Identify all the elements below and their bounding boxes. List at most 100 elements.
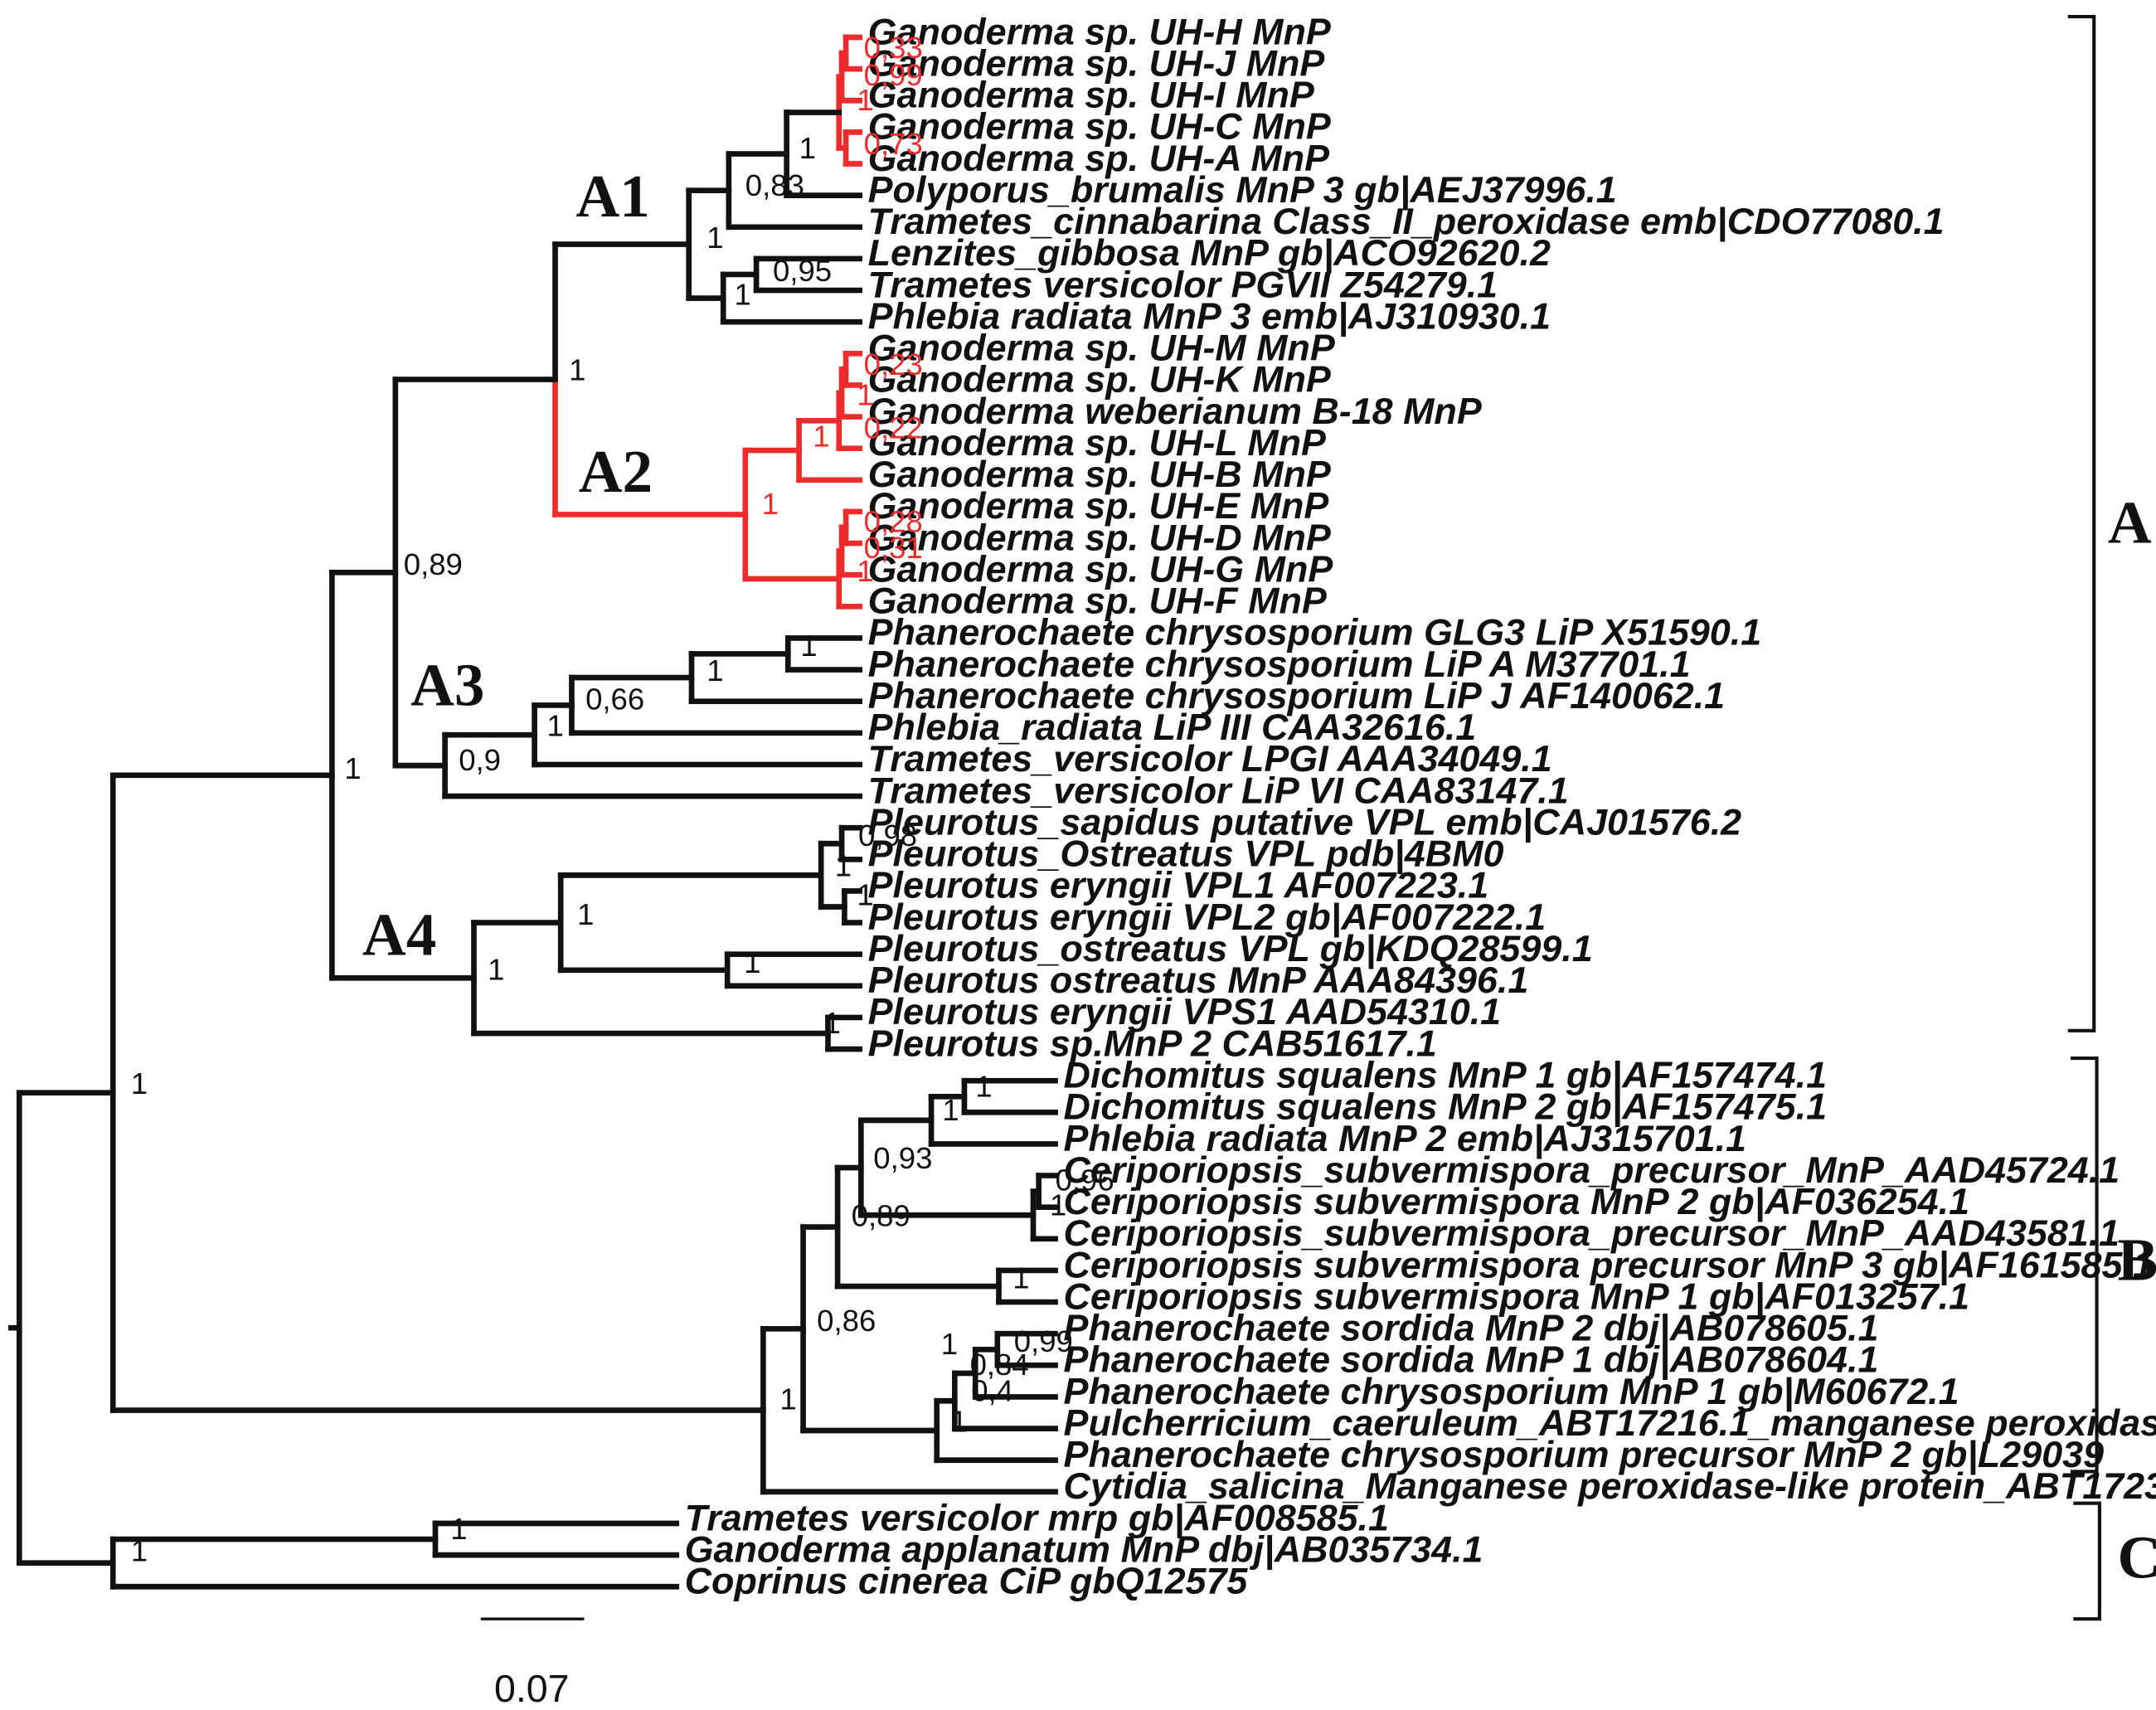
leaf-label: Phanerochaete sordida MnP 1 dbj|AB078604… bbox=[1064, 1338, 1879, 1381]
leaf-label: Ceriporiopsis_subvermispora_precursor_Mn… bbox=[1064, 1212, 2120, 1254]
support-value: 0,98 bbox=[858, 819, 917, 853]
leaf-label: Phanerochaete chrysosporium GLG3 LiP X51… bbox=[868, 611, 1762, 653]
support-value: 1 bbox=[1012, 1261, 1029, 1295]
leaf-label: Ganoderma sp. UH-K MnP bbox=[868, 358, 1331, 401]
support-value: 1 bbox=[344, 751, 361, 785]
leaf-label: Cytidia_salicina_Manganese peroxidase-li… bbox=[1064, 1465, 2156, 1507]
leaf-label: Lenzites_gibbosa MnP gb|ACO92620.2 bbox=[868, 231, 1551, 274]
leaf-label: Trametes_versicolor LiP VI CAA83147.1 bbox=[868, 769, 1569, 811]
clade-labels: A1 A2 A3 A4 bbox=[362, 163, 653, 968]
support-value: 1 bbox=[975, 1070, 992, 1104]
leaf-label: Pleurotus_ostreatus VPL gb|KDQ28599.1 bbox=[868, 927, 1593, 969]
support-value: 0,84 bbox=[970, 1348, 1029, 1382]
leaf-label: Ceriporiopsis subvermispora MnP 2 gb|AF0… bbox=[1064, 1180, 1969, 1222]
leaf-label: Pleurotus ostreatus MnP AAA84396.1 bbox=[868, 959, 1529, 1001]
leaf-label: Ganoderma weberianum B-18 MnP bbox=[868, 390, 1482, 432]
support-value: 1 bbox=[488, 952, 504, 986]
support-value: 1 bbox=[800, 629, 817, 663]
leaf-label: Dichomitus squalens MnP 2 gb|AF157475.1 bbox=[1064, 1086, 1827, 1128]
support-value: 0,9 bbox=[459, 743, 501, 777]
support-value: 1 bbox=[744, 945, 760, 979]
support-value: 0,99 bbox=[864, 58, 923, 92]
support-value: 1 bbox=[131, 1533, 148, 1567]
leaf-label: Phanerochaete chrysosporium MnP 1 gb|M60… bbox=[1064, 1370, 1959, 1412]
support-value: 0,99 bbox=[1014, 1324, 1073, 1358]
leaf-label: Trametes versicolor PGVII Z54279.1 bbox=[868, 263, 1498, 305]
leaf-label: Ganoderma sp. UH-L MnP bbox=[868, 421, 1326, 464]
support-value: 1 bbox=[779, 1382, 796, 1416]
support-value: 0,89 bbox=[404, 547, 463, 581]
leaf-label: Ganoderma sp. UH-M MnP bbox=[868, 327, 1335, 369]
support-value: 0,4 bbox=[971, 1374, 1013, 1408]
clade-label-a2: A2 bbox=[579, 438, 653, 505]
leaf-label: Phanerochaete chrysosporium LiP A M37701… bbox=[868, 643, 1691, 685]
support-value: 1 bbox=[131, 1066, 148, 1100]
support-value: 1 bbox=[707, 221, 723, 255]
leaf-label: Ganoderma sp. UH-C MnP bbox=[868, 105, 1331, 148]
support-value: 1 bbox=[835, 849, 852, 883]
leaf-label: Pleurotus_Ostreatus VPL pdb|4BM0 bbox=[868, 833, 1504, 875]
leaf-label: Ganoderma applanatum MnP dbj|AB035734.1 bbox=[685, 1528, 1483, 1570]
support-value: 0,73 bbox=[864, 127, 923, 161]
support-value: 1 bbox=[942, 1093, 959, 1127]
leaf-label: Ceriporiopsis subvermispora MnP 1 gb|AF0… bbox=[1064, 1275, 1969, 1317]
support-value: 0,22 bbox=[864, 410, 923, 445]
support-value: 1 bbox=[577, 897, 594, 931]
leaf-label: Pleurotus sp.MnP 2 CAB51617.1 bbox=[868, 1022, 1437, 1064]
leaf-label: Phlebia_radiata LiP III CAA32616.1 bbox=[868, 706, 1477, 748]
support-value: 0,31 bbox=[864, 531, 923, 565]
support-value: 1 bbox=[857, 378, 873, 412]
support-value: 1 bbox=[707, 653, 723, 687]
leaf-label: Pleurotus eryngii VPL1 AF007223.1 bbox=[868, 864, 1489, 906]
leaf-label: Ganoderma sp. UH-G MnP bbox=[868, 547, 1333, 590]
leaf-label: Polyporus_brumalis MnP 3 gb|AEJ37996.1 bbox=[868, 168, 1617, 211]
support-value: 1 bbox=[941, 1327, 958, 1361]
support-value: 0,93 bbox=[873, 1141, 932, 1175]
clade-label-a1: A1 bbox=[575, 163, 649, 230]
support-value: 1 bbox=[950, 1404, 967, 1438]
leaf-label: Trametes_versicolor LPGI AAA34049.1 bbox=[868, 737, 1552, 780]
leaf-label: Pleurotus eryngii VPL2 gb|AF007222.1 bbox=[868, 896, 1547, 938]
leaf-label: Ganoderma sp. UH-I MnP bbox=[868, 74, 1314, 116]
support-value: 0,96 bbox=[1056, 1163, 1114, 1197]
leaf-label: Phanerochaete chrysosporium precursor Mn… bbox=[1064, 1433, 2105, 1475]
support-value: 1 bbox=[799, 131, 816, 165]
leaf-label: Phlebia radiata MnP 3 emb|AJ310930.1 bbox=[868, 294, 1551, 337]
leaf-label: Ceriporiopsis subvermispora precursor Mn… bbox=[1064, 1243, 2154, 1285]
leaf-label: Phlebia radiata MnP 2 emb|AJ315701.1 bbox=[1064, 1117, 1746, 1159]
tree-branches bbox=[7, 34, 1058, 1590]
leaf-label: Dichomitus squalens MnP 1 gb|AF157474.1 bbox=[1064, 1054, 1827, 1096]
clade-label-a4: A4 bbox=[362, 901, 436, 968]
support-value: 0,95 bbox=[773, 254, 832, 288]
leaf-label: Ganoderma sp. UH-B MnP bbox=[868, 453, 1331, 495]
group-bracket-b bbox=[2070, 1056, 2099, 1474]
leaf-label: Ceriporiopsis_subvermispora_precursor_Mn… bbox=[1064, 1149, 2120, 1191]
leaf-label: Pulcherricium_caeruleum_ABT17216.1_manga… bbox=[1064, 1402, 2156, 1444]
group-brackets: A B C bbox=[2067, 14, 2156, 1621]
clade-label-a3: A3 bbox=[410, 652, 484, 719]
support-value: 1 bbox=[1050, 1188, 1066, 1222]
leaf-label: Ganoderma sp. UH-H MnP bbox=[868, 10, 1331, 52]
scale-bar: 0.07 bbox=[480, 1617, 585, 1710]
support-value: 0,86 bbox=[817, 1304, 876, 1338]
support-value: 1 bbox=[823, 1006, 840, 1040]
leaf-label: Ganoderma sp. UH-J MnP bbox=[868, 41, 1325, 84]
support-value: 1 bbox=[569, 353, 585, 387]
group-label-c: C bbox=[2117, 1523, 2156, 1591]
group-label-b: B bbox=[2117, 1227, 2156, 1294]
support-value: 1 bbox=[857, 83, 873, 117]
support-value: 0,83 bbox=[745, 168, 804, 202]
leaf-label: Ganoderma sp. UH-A MnP bbox=[868, 137, 1330, 179]
leaf-label: Trametes_cinnabarina Class_II_peroxidase… bbox=[868, 200, 1945, 242]
support-value: 1 bbox=[762, 487, 779, 521]
support-value: 0,89 bbox=[852, 1199, 910, 1233]
support-value: 0,33 bbox=[864, 31, 923, 65]
leaf-label: Ganoderma sp. UH-D MnP bbox=[868, 516, 1331, 558]
leaf-label: Pleurotus_sapidus putative VPL emb|CAJ01… bbox=[868, 800, 1742, 843]
support-value: 1 bbox=[547, 708, 564, 742]
leaf-label: Phanerochaete chrysosporium LiP J AF1400… bbox=[868, 674, 1726, 717]
group-label-a: A bbox=[2108, 489, 2152, 556]
leaf-label: Coprinus cinerea CiP gbQ12575 bbox=[685, 1560, 1249, 1602]
